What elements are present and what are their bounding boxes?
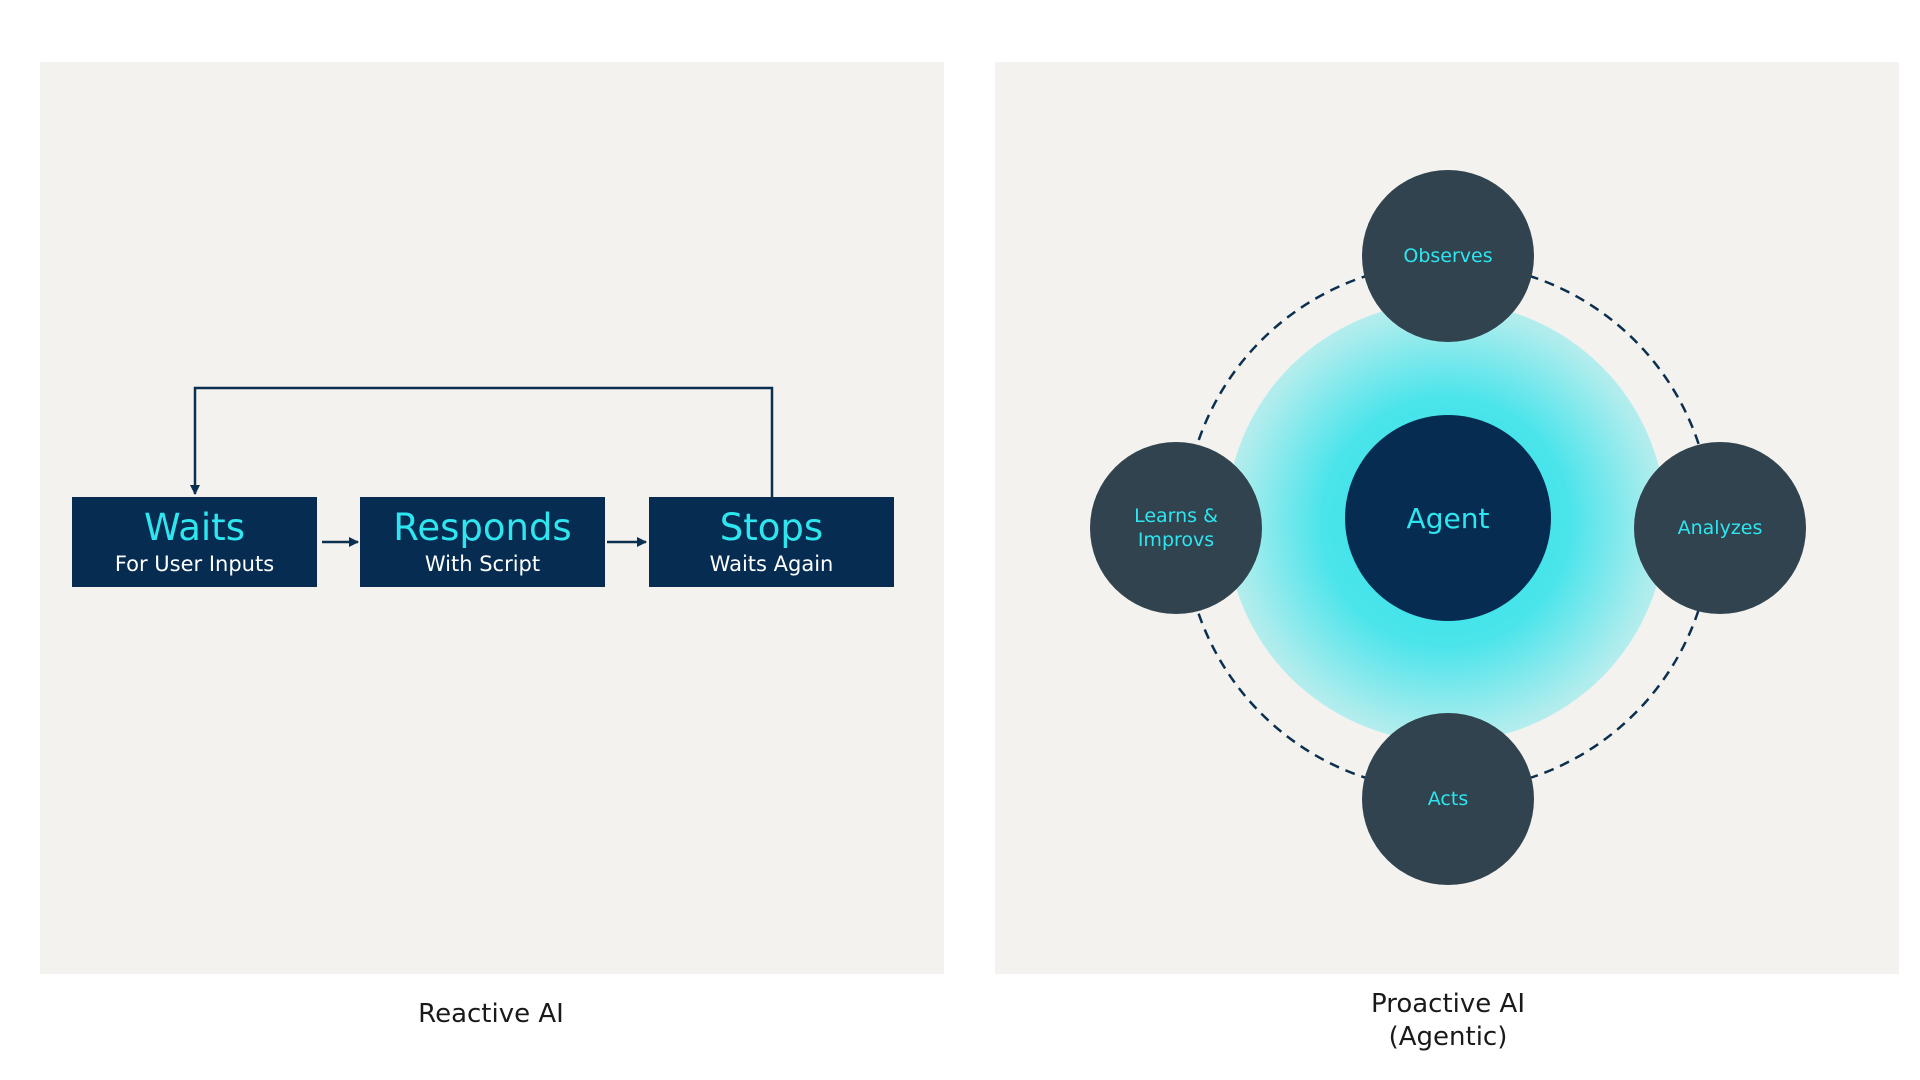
step-stops-box: Stops Waits Again [649,497,894,587]
step-stops-subtitle: Waits Again [709,552,834,576]
step-responds-title: Responds [393,506,572,549]
reactive-ai-caption: Reactive AI [418,999,564,1029]
learns-improves-node: Learns & Improvs [1090,442,1262,614]
observes-node: Observes [1362,170,1534,342]
step-responds-subtitle: With Script [424,552,541,576]
improvs-line: Improvs [1137,529,1215,551]
step-waits-box: Waits For User Inputs [72,497,317,587]
step-stops-title: Stops [719,506,824,549]
proactive-caption-line1: Proactive AI [1371,989,1525,1019]
acts-node: Acts [1362,713,1534,885]
loop-back-arrow [190,386,774,497]
step-responds-box: Responds With Script [360,497,605,587]
proactive-caption-line2: (Agentic) [1388,1022,1508,1052]
proactive-ai-caption: Proactive AI (Agentic) [1298,988,1598,1054]
step-waits-title: Waits [144,506,245,549]
analyzes-node: Analyzes [1634,442,1806,614]
learns-line: Learns & [1134,505,1218,527]
agent-node: Agent [1345,415,1551,621]
step-waits-subtitle: For User Inputs [114,552,275,576]
